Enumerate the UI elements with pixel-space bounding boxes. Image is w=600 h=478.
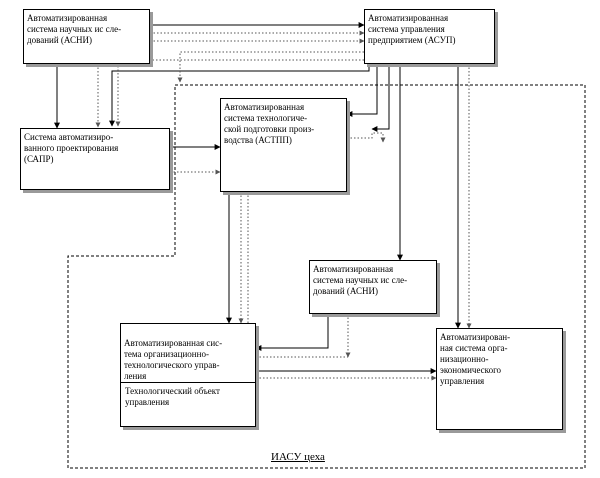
link-asni-mid-asotu [255, 314, 329, 351]
link-asup-right-1 [371, 64, 390, 132]
block-asotu-label: Автоматизированная сис- тема организацио… [124, 338, 223, 381]
iasu-frame [67, 84, 586, 469]
info-astpp-right [347, 132, 386, 143]
link-asup-astpp [346, 64, 378, 117]
block-asni-mid: Автоматизированная система научных ис сл… [309, 260, 437, 314]
block-tech-object: Технологический объект управления [121, 382, 255, 426]
block-asni-top: Автоматизированная система научных ис сл… [23, 9, 150, 64]
block-sapr: Система автоматизиро- ванного проектиров… [20, 128, 170, 190]
block-astpp: Автоматизированная система технологиче- … [220, 98, 347, 192]
iasu-caption: ИАСУ цеха [271, 451, 325, 463]
block-asup: Автоматизированная система управления пр… [364, 9, 495, 64]
link-asup-sapr [109, 64, 370, 127]
block-asotu: Автоматизированная сис- тема организацио… [120, 323, 256, 427]
block-asoeu: Автоматизирован- ная система орга- низац… [436, 328, 563, 430]
info-asup-frame [177, 51, 364, 83]
